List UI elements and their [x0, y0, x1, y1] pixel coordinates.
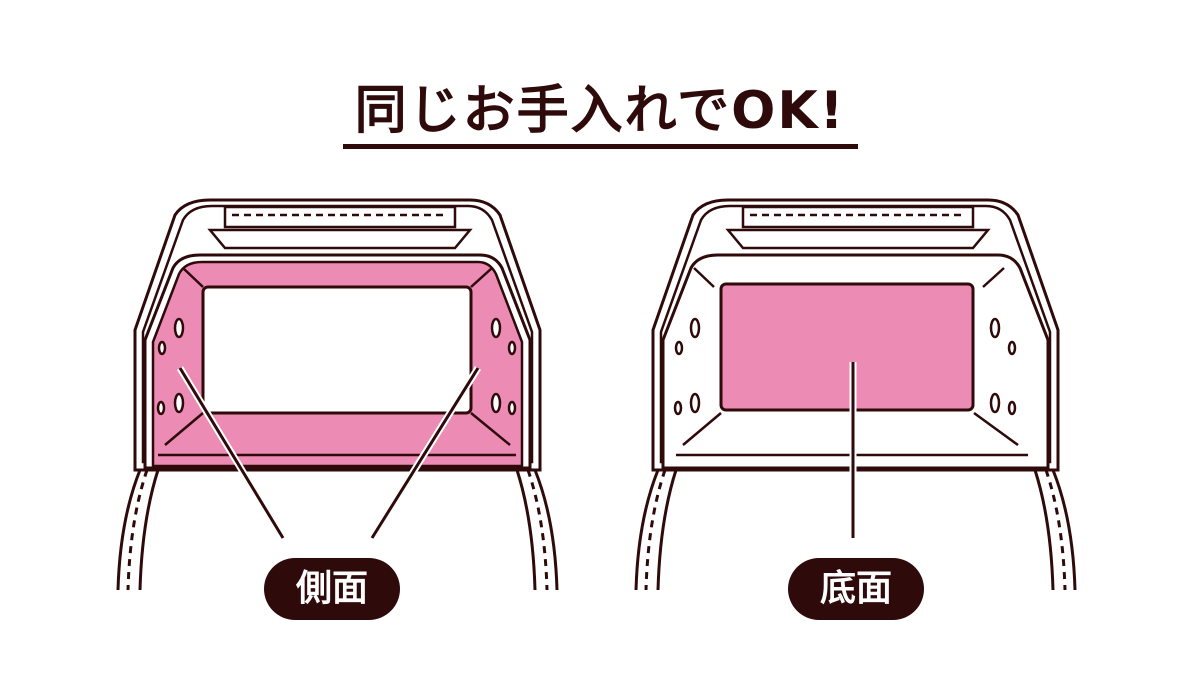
label-bottom: 底面	[788, 558, 924, 620]
label-side: 側面	[264, 558, 400, 620]
title-underline	[343, 144, 858, 149]
page-title: 同じお手入れでOK!	[354, 81, 846, 141]
